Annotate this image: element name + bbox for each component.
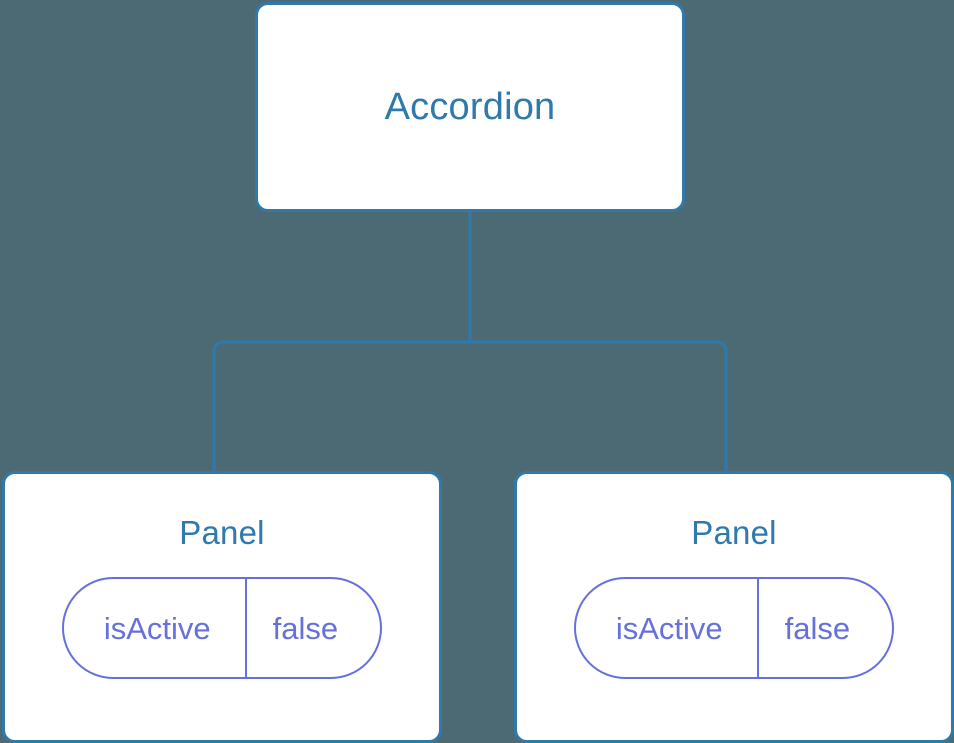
node-panel-left-title: Panel <box>179 514 265 551</box>
node-accordion[interactable]: Accordion <box>255 2 685 212</box>
node-accordion-title: Accordion <box>384 86 556 128</box>
prop-name-label: isActive <box>103 610 211 646</box>
node-panel-right-prop-isactive[interactable]: isActive false <box>573 577 895 679</box>
node-panel-left-prop-isactive[interactable]: isActive false <box>61 577 383 679</box>
edge-accordion-to-panel-left <box>212 340 470 474</box>
prop-value-label: false <box>756 579 892 677</box>
node-panel-right-title: Panel <box>691 514 777 551</box>
prop-value-label: false <box>244 579 380 677</box>
node-panel-right[interactable]: Panel isActive false <box>514 471 954 743</box>
node-panel-left[interactable]: Panel isActive false <box>2 471 442 743</box>
prop-name-label: isActive <box>615 610 723 646</box>
edge-accordion-to-panel-right <box>470 340 728 474</box>
